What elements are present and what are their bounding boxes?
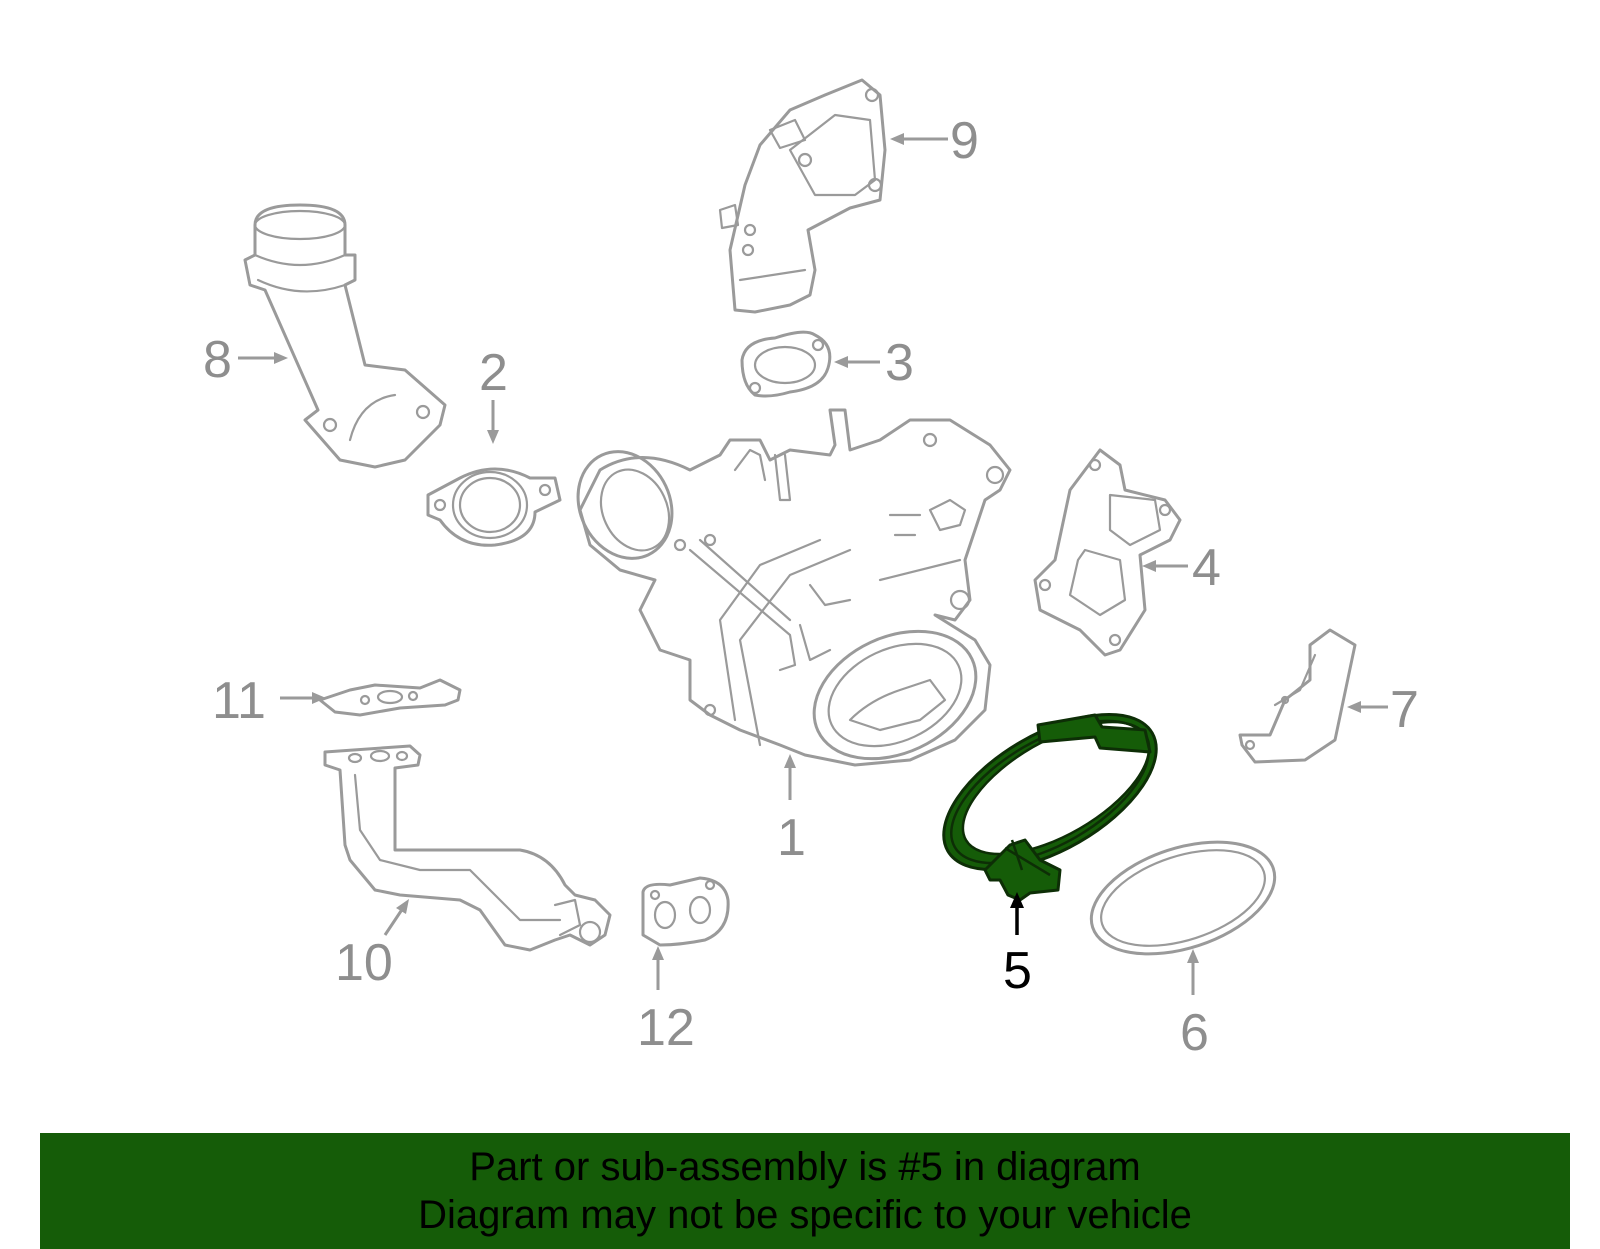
part-7-bracket[interactable] xyxy=(1238,628,1357,764)
parts-diagram: 9 3 8 2 xyxy=(203,78,1419,1062)
svg-text:9: 9 xyxy=(950,112,979,170)
callout-8[interactable]: 8 xyxy=(203,331,288,389)
svg-text:6: 6 xyxy=(1180,1004,1209,1062)
info-banner: Part or sub-assembly is #5 in diagram Di… xyxy=(40,1133,1570,1249)
svg-text:12: 12 xyxy=(637,999,695,1057)
svg-text:2: 2 xyxy=(479,344,508,402)
callout-11[interactable]: 11 xyxy=(212,672,326,730)
svg-text:8: 8 xyxy=(203,331,232,389)
part-12-flange-gasket[interactable] xyxy=(641,876,730,947)
part-2-gasket[interactable] xyxy=(426,467,562,547)
svg-text:1: 1 xyxy=(777,809,806,867)
svg-text:4: 4 xyxy=(1192,539,1221,597)
part-3-gasket[interactable] xyxy=(740,330,832,398)
callout-2[interactable]: 2 xyxy=(479,344,508,444)
banner-line-2: Diagram may not be specific to your vehi… xyxy=(418,1193,1192,1237)
callout-4[interactable]: 4 xyxy=(1142,539,1221,597)
callout-5[interactable]: 5 xyxy=(1003,892,1032,1000)
part-5-vband-clamp[interactable] xyxy=(919,683,1181,902)
part-8-intake-pipe[interactable] xyxy=(243,203,447,469)
part-10-oil-drain-pipe[interactable] xyxy=(323,744,612,952)
banner-line-1: Part or sub-assembly is #5 in diagram xyxy=(469,1145,1141,1189)
callout-6[interactable]: 6 xyxy=(1180,949,1209,1062)
callout-3[interactable]: 3 xyxy=(834,334,914,392)
svg-text:10: 10 xyxy=(335,934,393,992)
callout-12[interactable]: 12 xyxy=(637,946,695,1057)
part-9-exhaust-elbow[interactable] xyxy=(718,78,887,314)
svg-text:11: 11 xyxy=(212,672,266,730)
svg-text:7: 7 xyxy=(1390,681,1419,739)
part-4-gasket-plate[interactable] xyxy=(1033,448,1182,657)
part-1-turbocharger[interactable] xyxy=(561,408,1012,783)
callout-1[interactable]: 1 xyxy=(777,754,806,867)
callout-10[interactable]: 10 xyxy=(335,899,409,992)
svg-text:3: 3 xyxy=(885,334,914,392)
callout-9[interactable]: 9 xyxy=(890,112,979,170)
part-6-oring-gasket[interactable] xyxy=(1077,821,1289,975)
part-11-gasket[interactable] xyxy=(318,678,462,717)
callout-7[interactable]: 7 xyxy=(1347,681,1419,739)
svg-text:5: 5 xyxy=(1003,942,1032,1000)
